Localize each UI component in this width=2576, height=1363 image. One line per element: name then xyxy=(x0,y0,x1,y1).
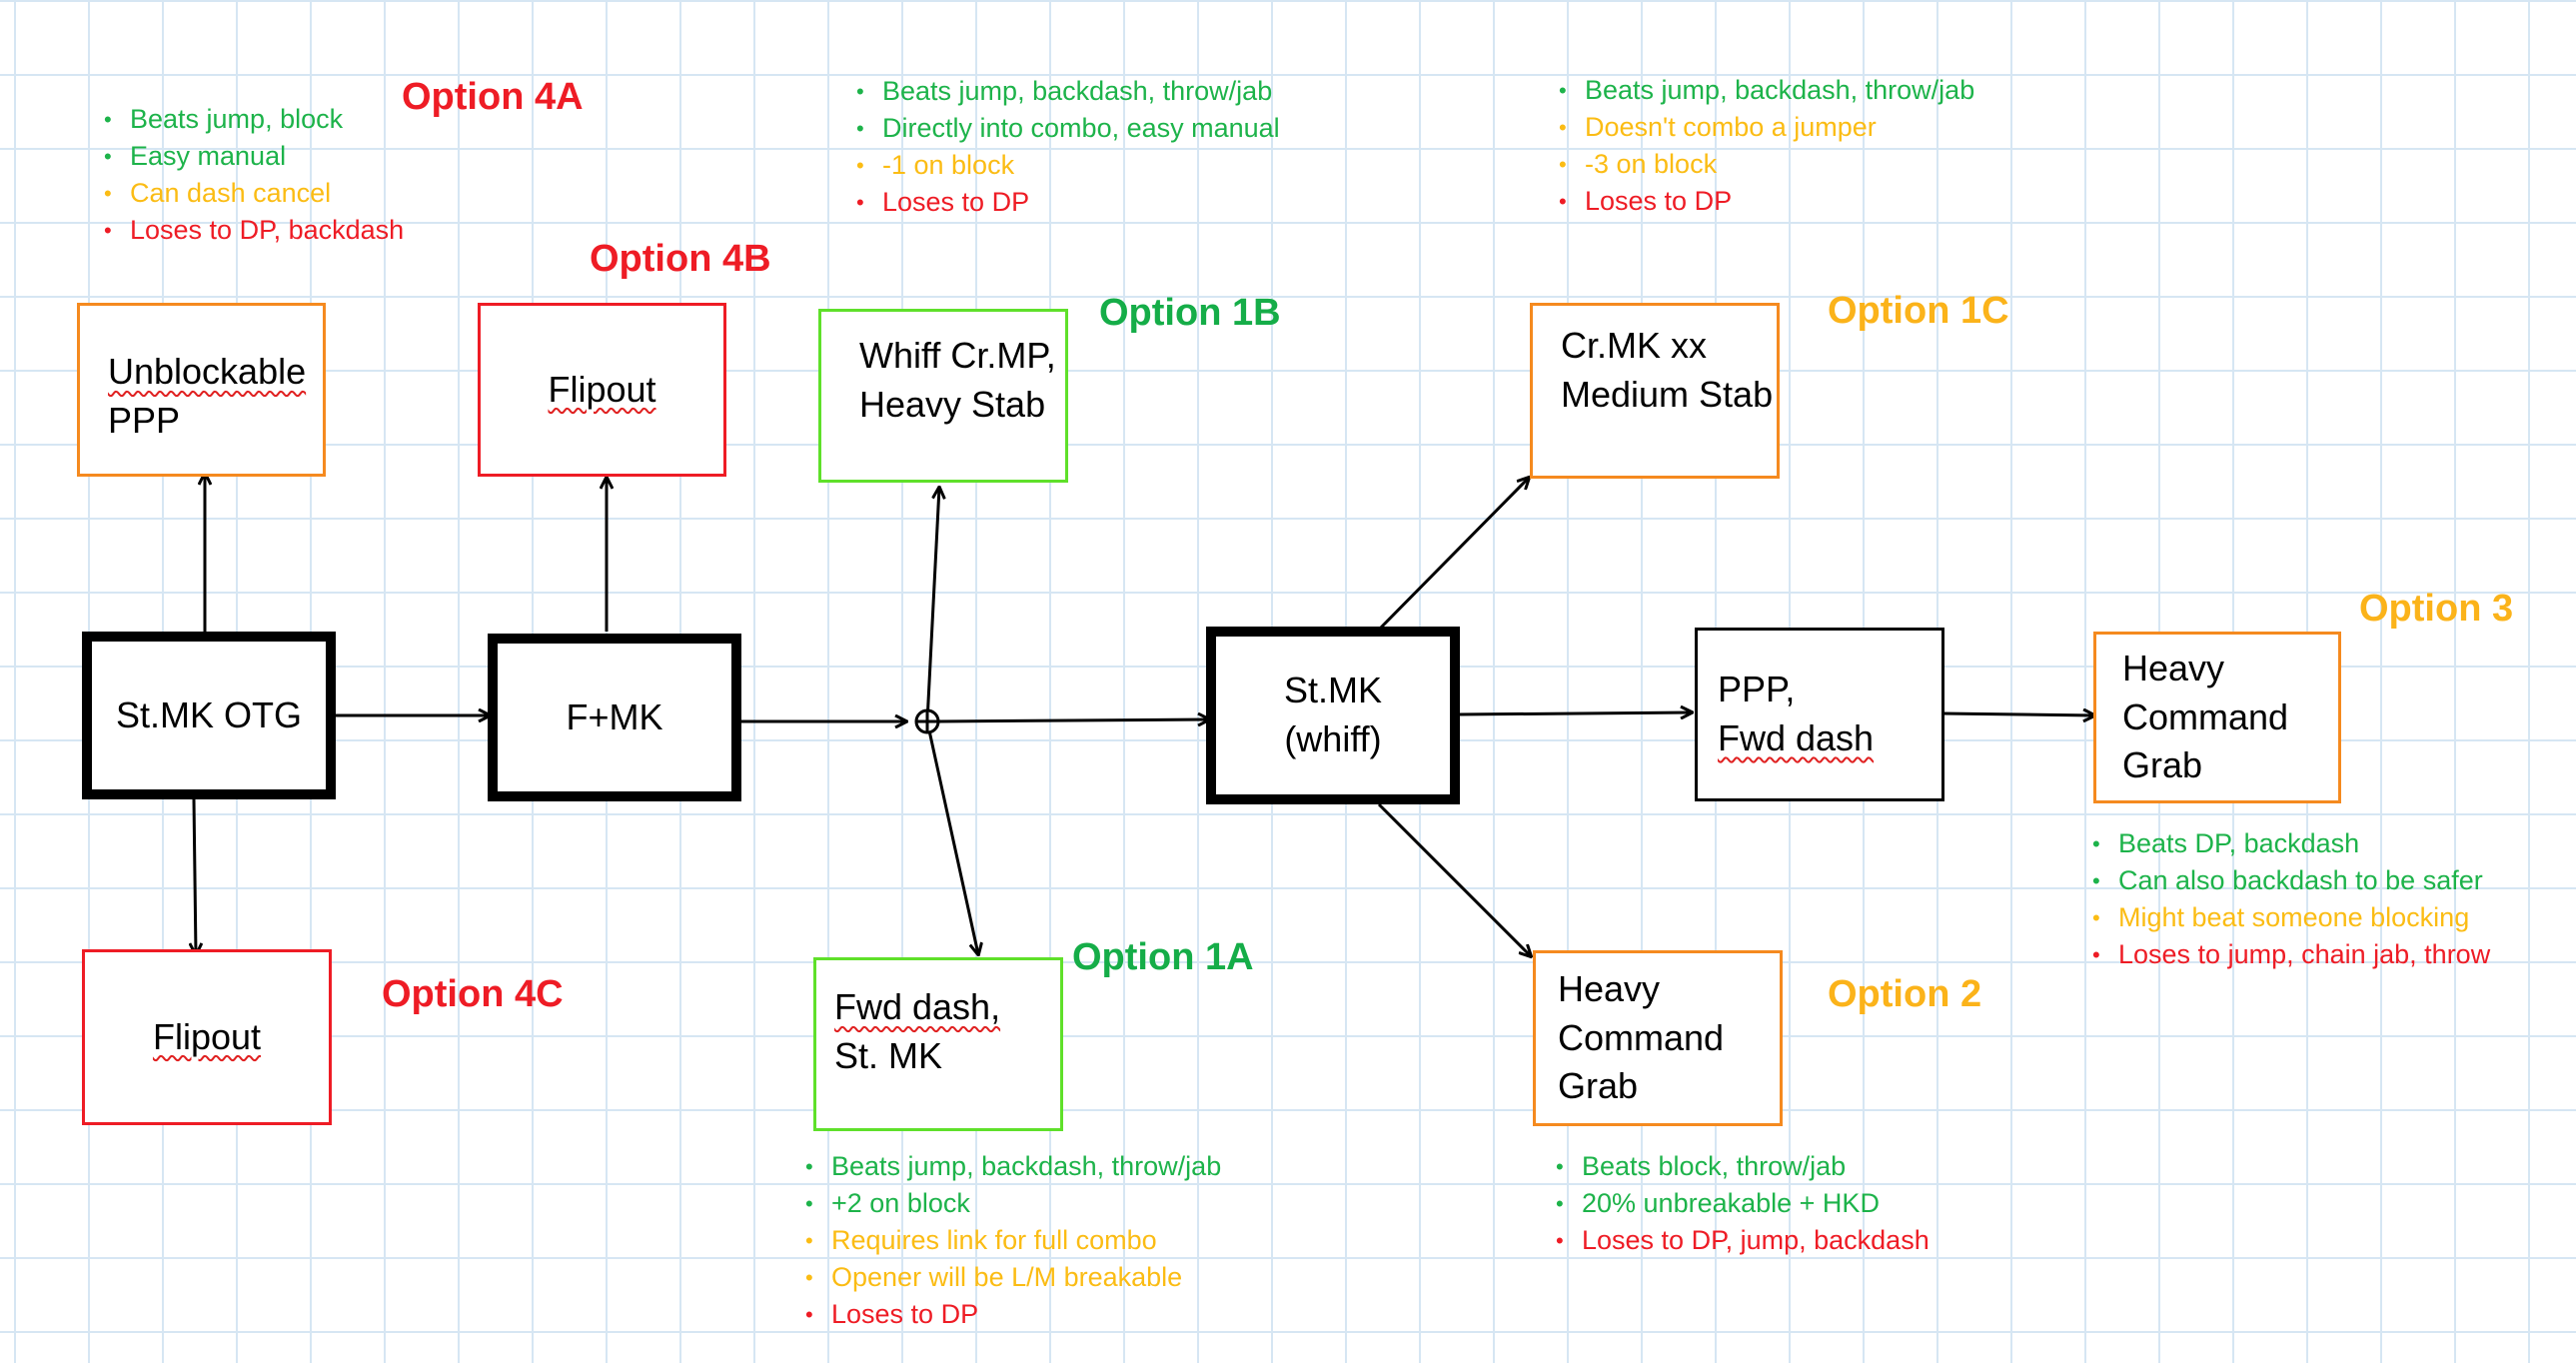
note-item: Beats block, throw/jab xyxy=(1556,1148,1930,1185)
node-text: Heavy Stab xyxy=(859,384,1046,425)
option-1a-label: Option 1A xyxy=(1072,936,1254,978)
node-text: Whiff Cr.MP, xyxy=(859,335,1056,377)
note-item: -1 on block xyxy=(856,147,1280,184)
node-text: Grab xyxy=(1558,1065,1639,1107)
note-item: Beats jump, backdash, throw/jab xyxy=(1559,72,1974,109)
node-heavy-command-grab-option-3: Heavy Command Grab xyxy=(2093,632,2341,803)
option-3-label: Option 3 xyxy=(2359,588,2514,630)
node-text: Flipout xyxy=(548,368,656,410)
node-text: Cr.MK xx xyxy=(1561,325,1708,367)
arrow-otg-to-flipout-4c xyxy=(194,798,196,954)
node-text: PPP xyxy=(108,400,181,441)
node-text: St.MK OTG xyxy=(115,693,302,735)
node-text: Heavy xyxy=(1558,968,1661,1010)
note-item: Beats jump, block xyxy=(104,101,404,138)
node-text: Command xyxy=(1558,1016,1725,1058)
note-item: Loses to DP xyxy=(805,1296,1221,1333)
note-item: Loses to DP xyxy=(1559,183,1974,220)
node-crmk-medium-stab: Cr.MK xx Medium Stab xyxy=(1530,303,1780,479)
node-ppp-fwd-dash: PPP, Fwd dash xyxy=(1695,628,1944,801)
option-4b-label: Option 4B xyxy=(590,238,771,280)
arrow-junction-to-stmk-whiff xyxy=(937,719,1209,721)
note-item: -3 on block xyxy=(1559,146,1974,183)
note-item: Loses to jump, chain jab, throw xyxy=(2092,936,2490,973)
node-text: F+MK xyxy=(566,695,663,737)
junction-node xyxy=(914,708,940,734)
notes-option-1b: Beats jump, backdash, throw/jab Directly… xyxy=(856,73,1280,221)
node-text: Flipout xyxy=(152,1015,262,1057)
node-st-mk-otg: St.MK OTG xyxy=(82,632,336,799)
node-text: Unblockable xyxy=(108,351,307,393)
note-item: Beats DP, backdash xyxy=(2092,825,2490,862)
node-text: Command xyxy=(2122,695,2289,737)
arrow-stmk-to-ppp xyxy=(1457,712,1692,714)
notes-option-2: Beats block, throw/jab 20% unbreakable +… xyxy=(1556,1148,1930,1259)
node-flipout-option-4c: Flipout xyxy=(82,949,332,1125)
arrow-stmk-to-grab-2 xyxy=(1377,802,1531,956)
notes-option-1a: Beats jump, backdash, throw/jab +2 on bl… xyxy=(805,1148,1221,1333)
arrow-stmk-to-crmk xyxy=(1377,478,1529,632)
node-unblockable-ppp: Unblockable PPP xyxy=(77,303,326,477)
notes-option-4a: Beats jump, block Easy manual Can dash c… xyxy=(104,101,404,249)
note-item: Easy manual xyxy=(104,138,404,175)
note-item: Can dash cancel xyxy=(104,175,404,212)
node-text: Fwd dash, xyxy=(834,986,1001,1028)
option-2-label: Option 2 xyxy=(1828,973,1982,1015)
note-item: Beats jump, backdash, throw/jab xyxy=(805,1148,1221,1185)
note-item: Requires link for full combo xyxy=(805,1222,1221,1259)
option-1b-label: Option 1B xyxy=(1099,292,1281,334)
note-item: Beats jump, backdash, throw/jab xyxy=(856,73,1280,110)
option-1c-label: Option 1C xyxy=(1828,290,2009,332)
node-fwd-dash-st-mk: Fwd dash, St. MK xyxy=(813,957,1063,1131)
note-item: Opener will be L/M breakable xyxy=(805,1259,1221,1296)
notes-option-3: Beats DP, backdash Can also backdash to … xyxy=(2092,825,2490,973)
node-text: (whiff) xyxy=(1284,718,1382,759)
node-text: Medium Stab xyxy=(1561,374,1774,415)
arrow-junction-to-fwd-dash xyxy=(925,720,978,954)
option-4a-label: Option 4A xyxy=(402,76,584,118)
node-st-mk-whiff: St.MK (whiff) xyxy=(1206,627,1460,804)
node-f-mk: F+MK xyxy=(488,634,741,801)
note-item: Directly into combo, easy manual xyxy=(856,110,1280,147)
node-text: Grab xyxy=(2122,744,2203,786)
note-item: Might beat someone blocking xyxy=(2092,899,2490,936)
node-text: St. MK xyxy=(834,1035,943,1076)
node-heavy-command-grab-option-2: Heavy Command Grab xyxy=(1533,950,1783,1126)
note-item: 20% unbreakable + HKD xyxy=(1556,1185,1930,1222)
note-item: Can also backdash to be safer xyxy=(2092,862,2490,899)
option-4c-label: Option 4C xyxy=(382,973,564,1015)
note-item: +2 on block xyxy=(805,1185,1221,1222)
node-flipout-option-4b: Flipout xyxy=(478,303,726,477)
node-text: Fwd dash xyxy=(1718,717,1875,758)
node-text: PPP, xyxy=(1718,669,1796,710)
node-whiff-crmp-heavy-stab: Whiff Cr.MP, Heavy Stab xyxy=(818,309,1068,483)
note-item: Loses to DP xyxy=(856,184,1280,221)
notes-option-1c: Beats jump, backdash, throw/jab Doesn't … xyxy=(1559,72,1974,220)
node-text: St.MK xyxy=(1283,670,1382,711)
note-item: Loses to DP, jump, backdash xyxy=(1556,1222,1930,1259)
arrow-junction-to-whiff-crmp xyxy=(925,488,939,722)
note-item: Loses to DP, backdash xyxy=(104,212,404,249)
arrow-ppp-to-grab-3 xyxy=(1941,713,2094,715)
note-item: Doesn't combo a jumper xyxy=(1559,109,1974,146)
node-text: Heavy xyxy=(2122,648,2225,689)
